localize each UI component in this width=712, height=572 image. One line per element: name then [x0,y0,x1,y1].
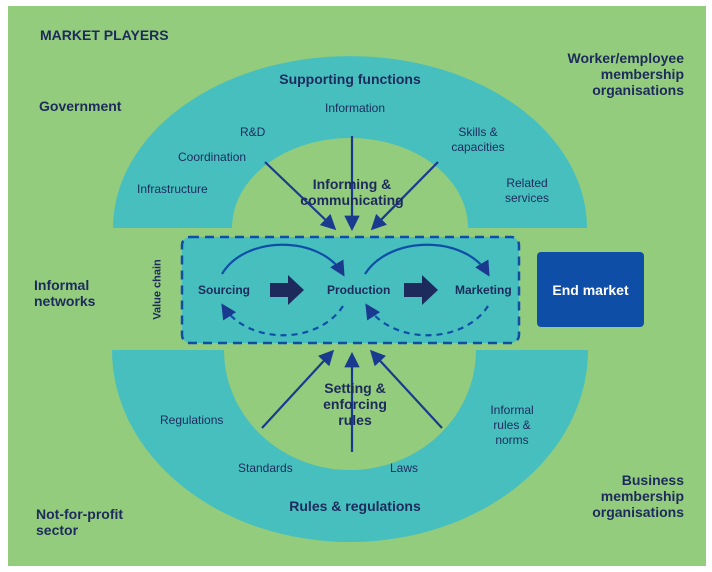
actor-business-orgs: Business membership organisations [592,472,684,520]
end-market-box: End market [537,252,644,327]
actor-worker-orgs: Worker/employee membership organisations [567,50,684,98]
stage-sourcing: Sourcing [198,283,251,297]
supporting-functions-ring [113,56,587,229]
label-infrastructure: Infrastructure [137,182,208,196]
label-rd: R&D [240,125,266,139]
actor-not-for-profit: Not-for-profit sector [36,506,124,538]
actor-informal-networks: Informal networks [34,277,96,309]
value-chain-loops [221,243,490,337]
label-coordination: Coordination [178,150,247,164]
label-laws: Laws [390,461,419,475]
informing-communicating-label: Informing & communicating [300,176,404,208]
value-chain-label: Value chain [151,259,164,320]
stage-marketing: Marketing [455,283,512,297]
rules-arrows [261,349,443,452]
rules-regulations-ring [112,350,588,542]
label-informal-rules: Informal rules & norms [490,403,534,447]
label-information: Information [324,101,386,115]
value-chain-box [180,235,521,345]
label-regulations: Regulations [160,413,224,427]
flow-arrow-icon [270,275,304,305]
label-skills: Skills & capacities [451,125,505,154]
stage-production: Production [327,283,391,297]
label-related-services: Related services [504,176,549,205]
supporting-arrows [264,136,439,232]
actor-government: Government [39,98,122,114]
rules-regulations-title: Rules & regulations [289,498,421,514]
flow-arrow-icon [404,275,438,305]
market-players-title: MARKET PLAYERS [40,27,169,43]
label-standards: Standards [238,461,293,475]
setting-enforcing-label: Setting & enforcing rules [323,380,387,428]
supporting-functions-title: Supporting functions [279,71,421,87]
